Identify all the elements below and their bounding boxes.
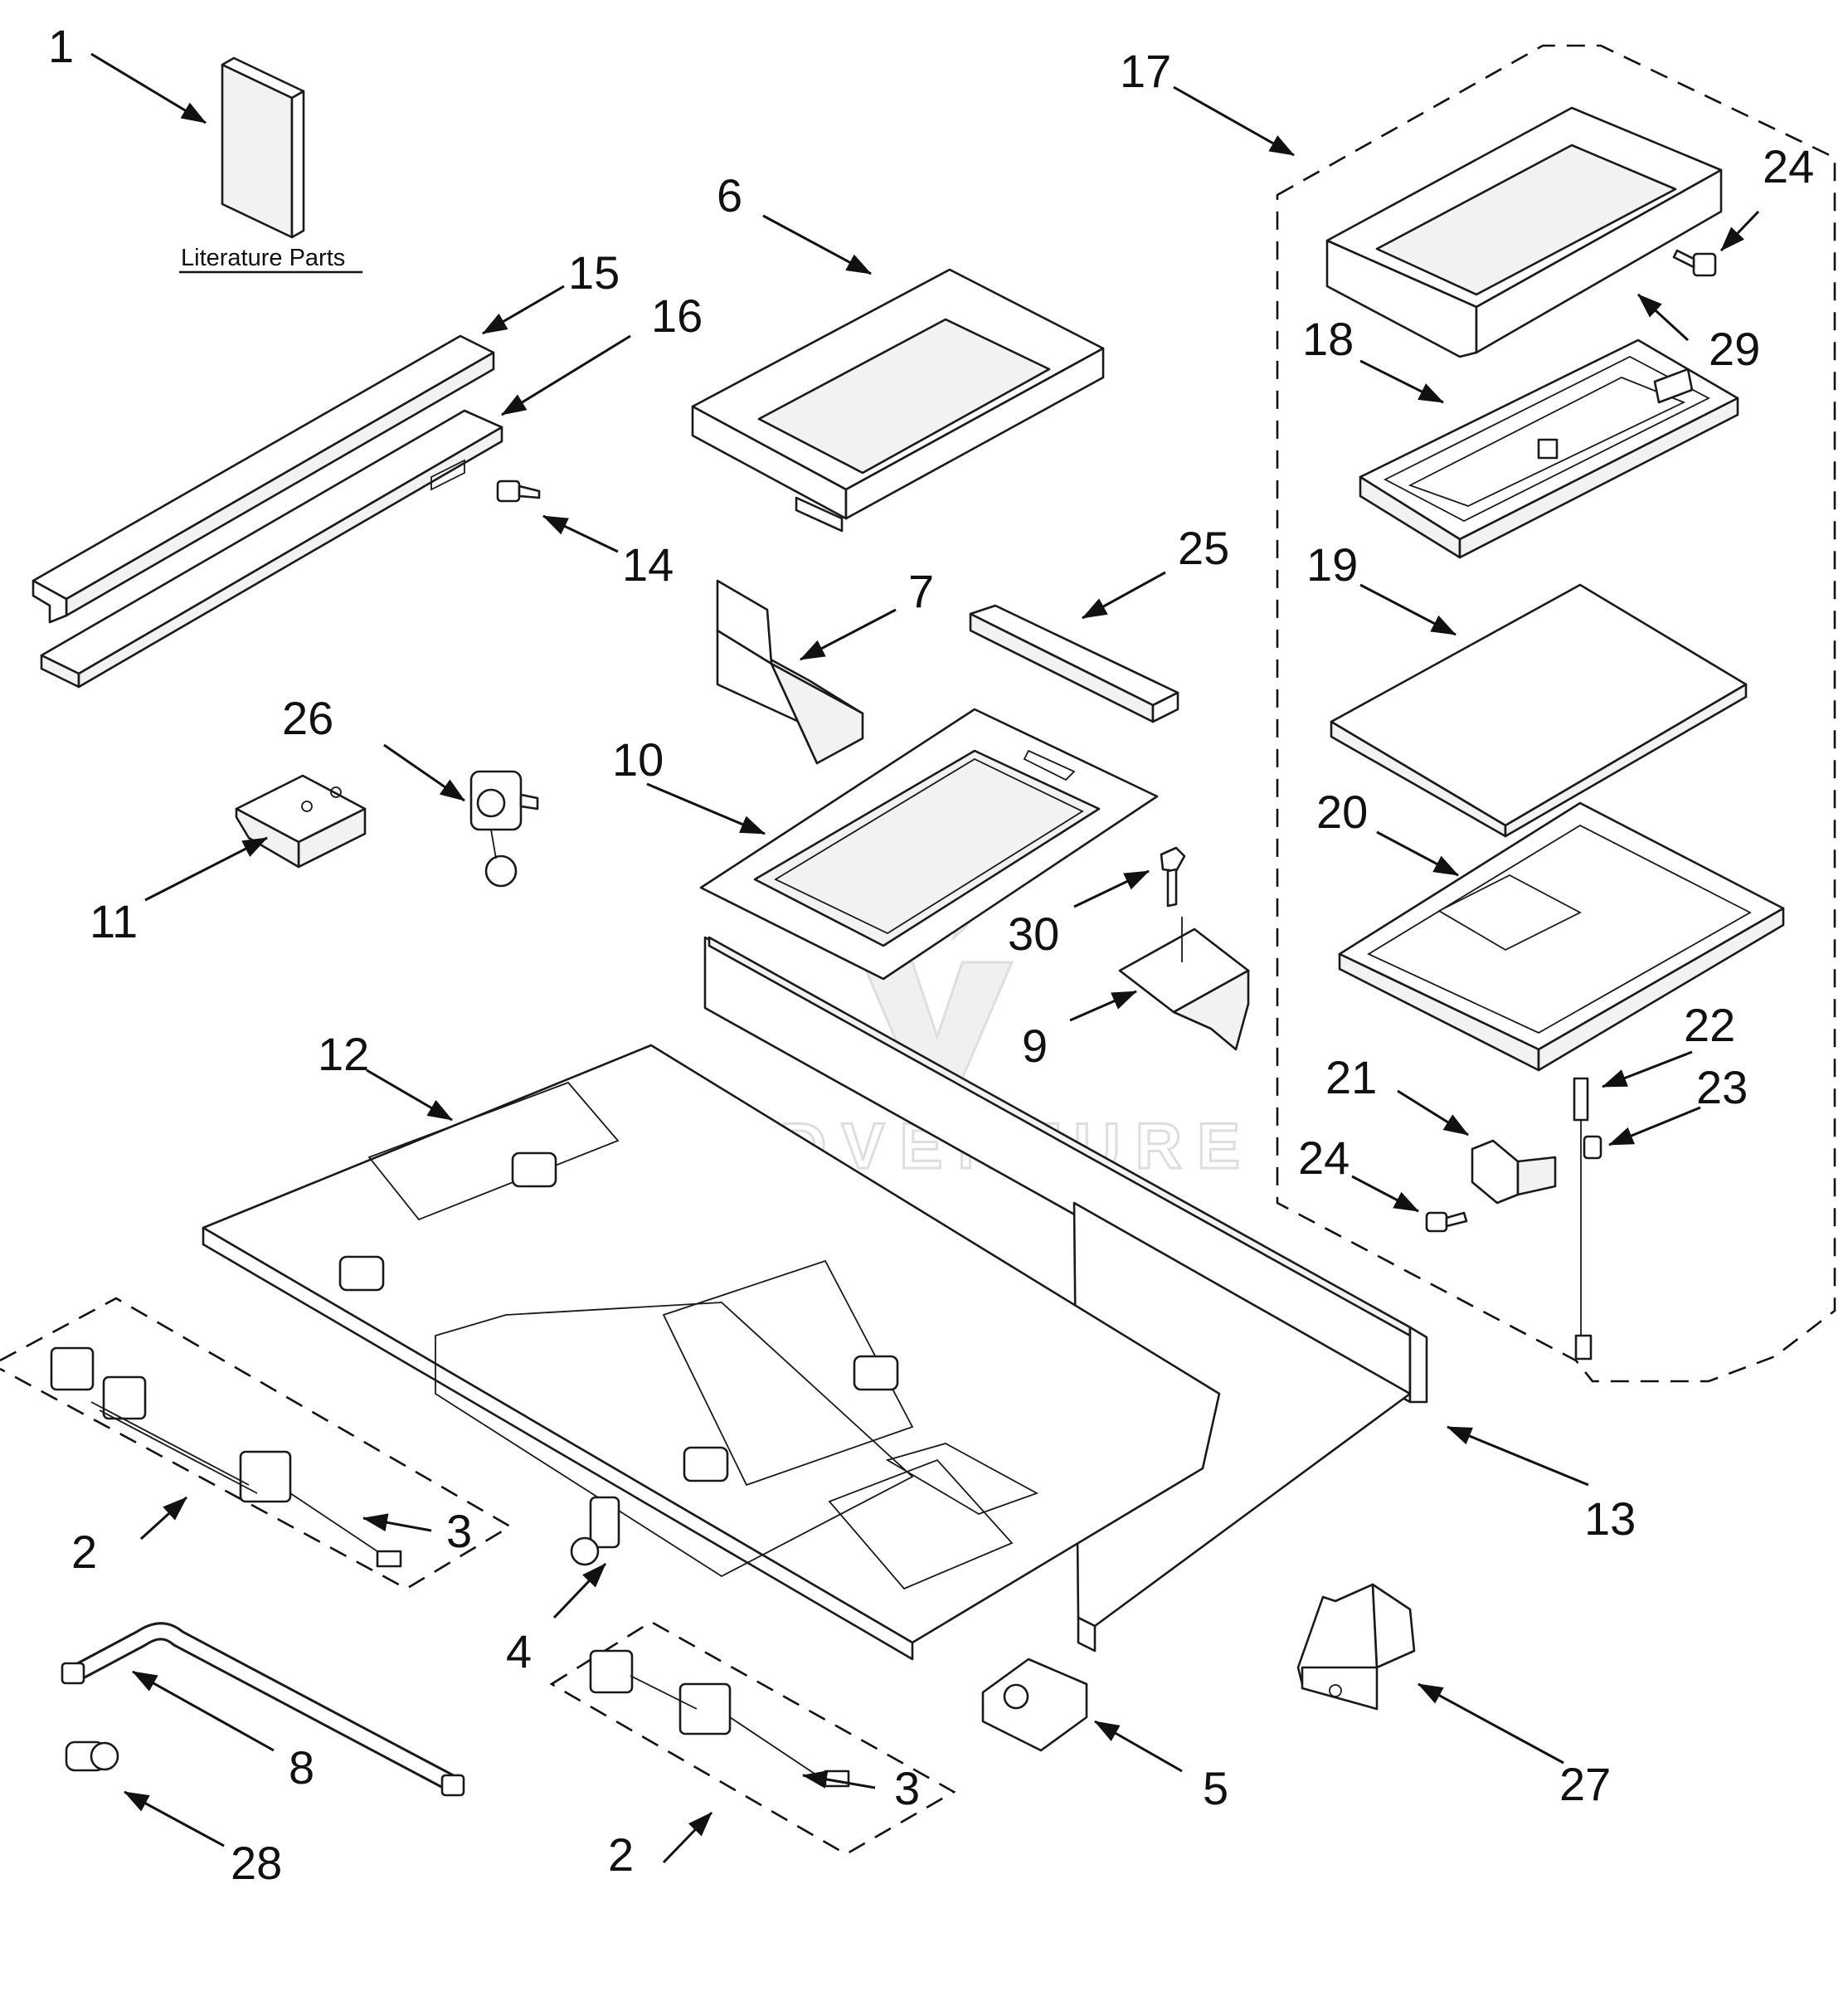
callout-1: 1: [48, 20, 74, 72]
part-3-harness-bottom[interactable]: [729, 1716, 850, 1788]
callout-13: 13: [1584, 1492, 1636, 1545]
part-22-sensor[interactable]: [1573, 1077, 1589, 1352]
callout-21: 21: [1325, 1051, 1377, 1103]
part-30-screw[interactable]: [1160, 846, 1186, 908]
part-27-bracket[interactable]: [1296, 1583, 1416, 1711]
callout-28: 28: [231, 1837, 282, 1889]
callout-2-left: 2: [71, 1526, 97, 1578]
callout-10: 10: [612, 733, 664, 786]
part-12-burner-tray[interactable]: [202, 1044, 1221, 1661]
callout-27: 27: [1559, 1758, 1611, 1810]
group-2-bottom-outline: [549, 1620, 956, 1856]
part-2-valve-assembly-left[interactable]: [50, 1346, 292, 1503]
part-25-channel[interactable]: [969, 604, 1179, 723]
callout-24-lower: 24: [1298, 1132, 1350, 1184]
part-16-rail[interactable]: [40, 409, 503, 689]
group-17-outline: [1276, 44, 1836, 1383]
callout-29: 29: [1709, 323, 1760, 375]
part-3-harness-left[interactable]: [289, 1492, 402, 1568]
part-29-griddle-plate[interactable]: [1325, 106, 1723, 358]
part-4-inlet-fitting[interactable]: [570, 1496, 620, 1566]
callout-3-bottom: 3: [894, 1762, 920, 1814]
part-20-pan[interactable]: [1338, 801, 1785, 1072]
callout-11: 11: [90, 895, 138, 947]
leader-lines: [90, 52, 1760, 1864]
part-7-bracket[interactable]: [716, 579, 864, 765]
callout-3-left: 3: [446, 1505, 472, 1557]
callout-2-bottom: 2: [608, 1828, 634, 1881]
callout-15: 15: [568, 246, 620, 299]
part-19-insulation[interactable]: [1330, 583, 1748, 838]
callout-19: 19: [1306, 538, 1358, 591]
part-6-drip-tray[interactable]: [691, 268, 1105, 533]
callout-22: 22: [1684, 999, 1735, 1051]
callout-18: 18: [1302, 313, 1354, 365]
callout-labels: 1 2 2 3 3 4 5 6 7 8 9 10 11 12 13 14 15 …: [48, 20, 1814, 1889]
callout-23: 23: [1696, 1061, 1748, 1113]
part-5-spark-module[interactable]: [981, 1658, 1088, 1752]
part-11-bracket[interactable]: [235, 774, 367, 869]
part-1-literature[interactable]: Literature Parts: [179, 56, 362, 274]
callout-6: 6: [717, 169, 742, 221]
callout-30: 30: [1008, 908, 1059, 960]
part-15-rail[interactable]: [32, 334, 495, 624]
part-18-heating-element[interactable]: [1359, 338, 1739, 559]
callout-12: 12: [318, 1028, 369, 1080]
callout-4: 4: [506, 1625, 532, 1677]
part-10-pan-frame[interactable]: [699, 708, 1159, 981]
callout-17: 17: [1120, 45, 1171, 97]
part-24-screw-top[interactable]: [1672, 249, 1717, 277]
part-28-fitting[interactable]: [65, 1740, 119, 1772]
part-24-screw-lower[interactable]: [1425, 1211, 1468, 1233]
callout-9: 9: [1022, 1020, 1048, 1072]
part-8-gas-pipe[interactable]: [61, 1622, 465, 1797]
callout-8: 8: [289, 1741, 314, 1794]
part-9-plate[interactable]: [1118, 917, 1250, 1051]
part-26-valve[interactable]: [469, 770, 539, 888]
part-2-valve-assembly-bottom[interactable]: [589, 1649, 732, 1735]
part-14-screw[interactable]: [496, 479, 541, 503]
part-13-burner-box[interactable]: [703, 936, 1428, 1653]
part-21-bracket[interactable]: [1471, 1139, 1557, 1205]
burner-valves[interactable]: [338, 1151, 899, 1482]
callout-24-top: 24: [1763, 140, 1814, 192]
callout-26: 26: [282, 692, 333, 744]
literature-parts-label: Literature Parts: [181, 245, 345, 271]
callout-5: 5: [1203, 1762, 1228, 1814]
callout-7: 7: [908, 565, 934, 617]
callout-14: 14: [622, 538, 674, 591]
callout-16: 16: [651, 290, 703, 342]
part-23-sensor-clip[interactable]: [1574, 1135, 1602, 1361]
callout-25: 25: [1178, 522, 1229, 574]
callout-20: 20: [1316, 786, 1368, 838]
